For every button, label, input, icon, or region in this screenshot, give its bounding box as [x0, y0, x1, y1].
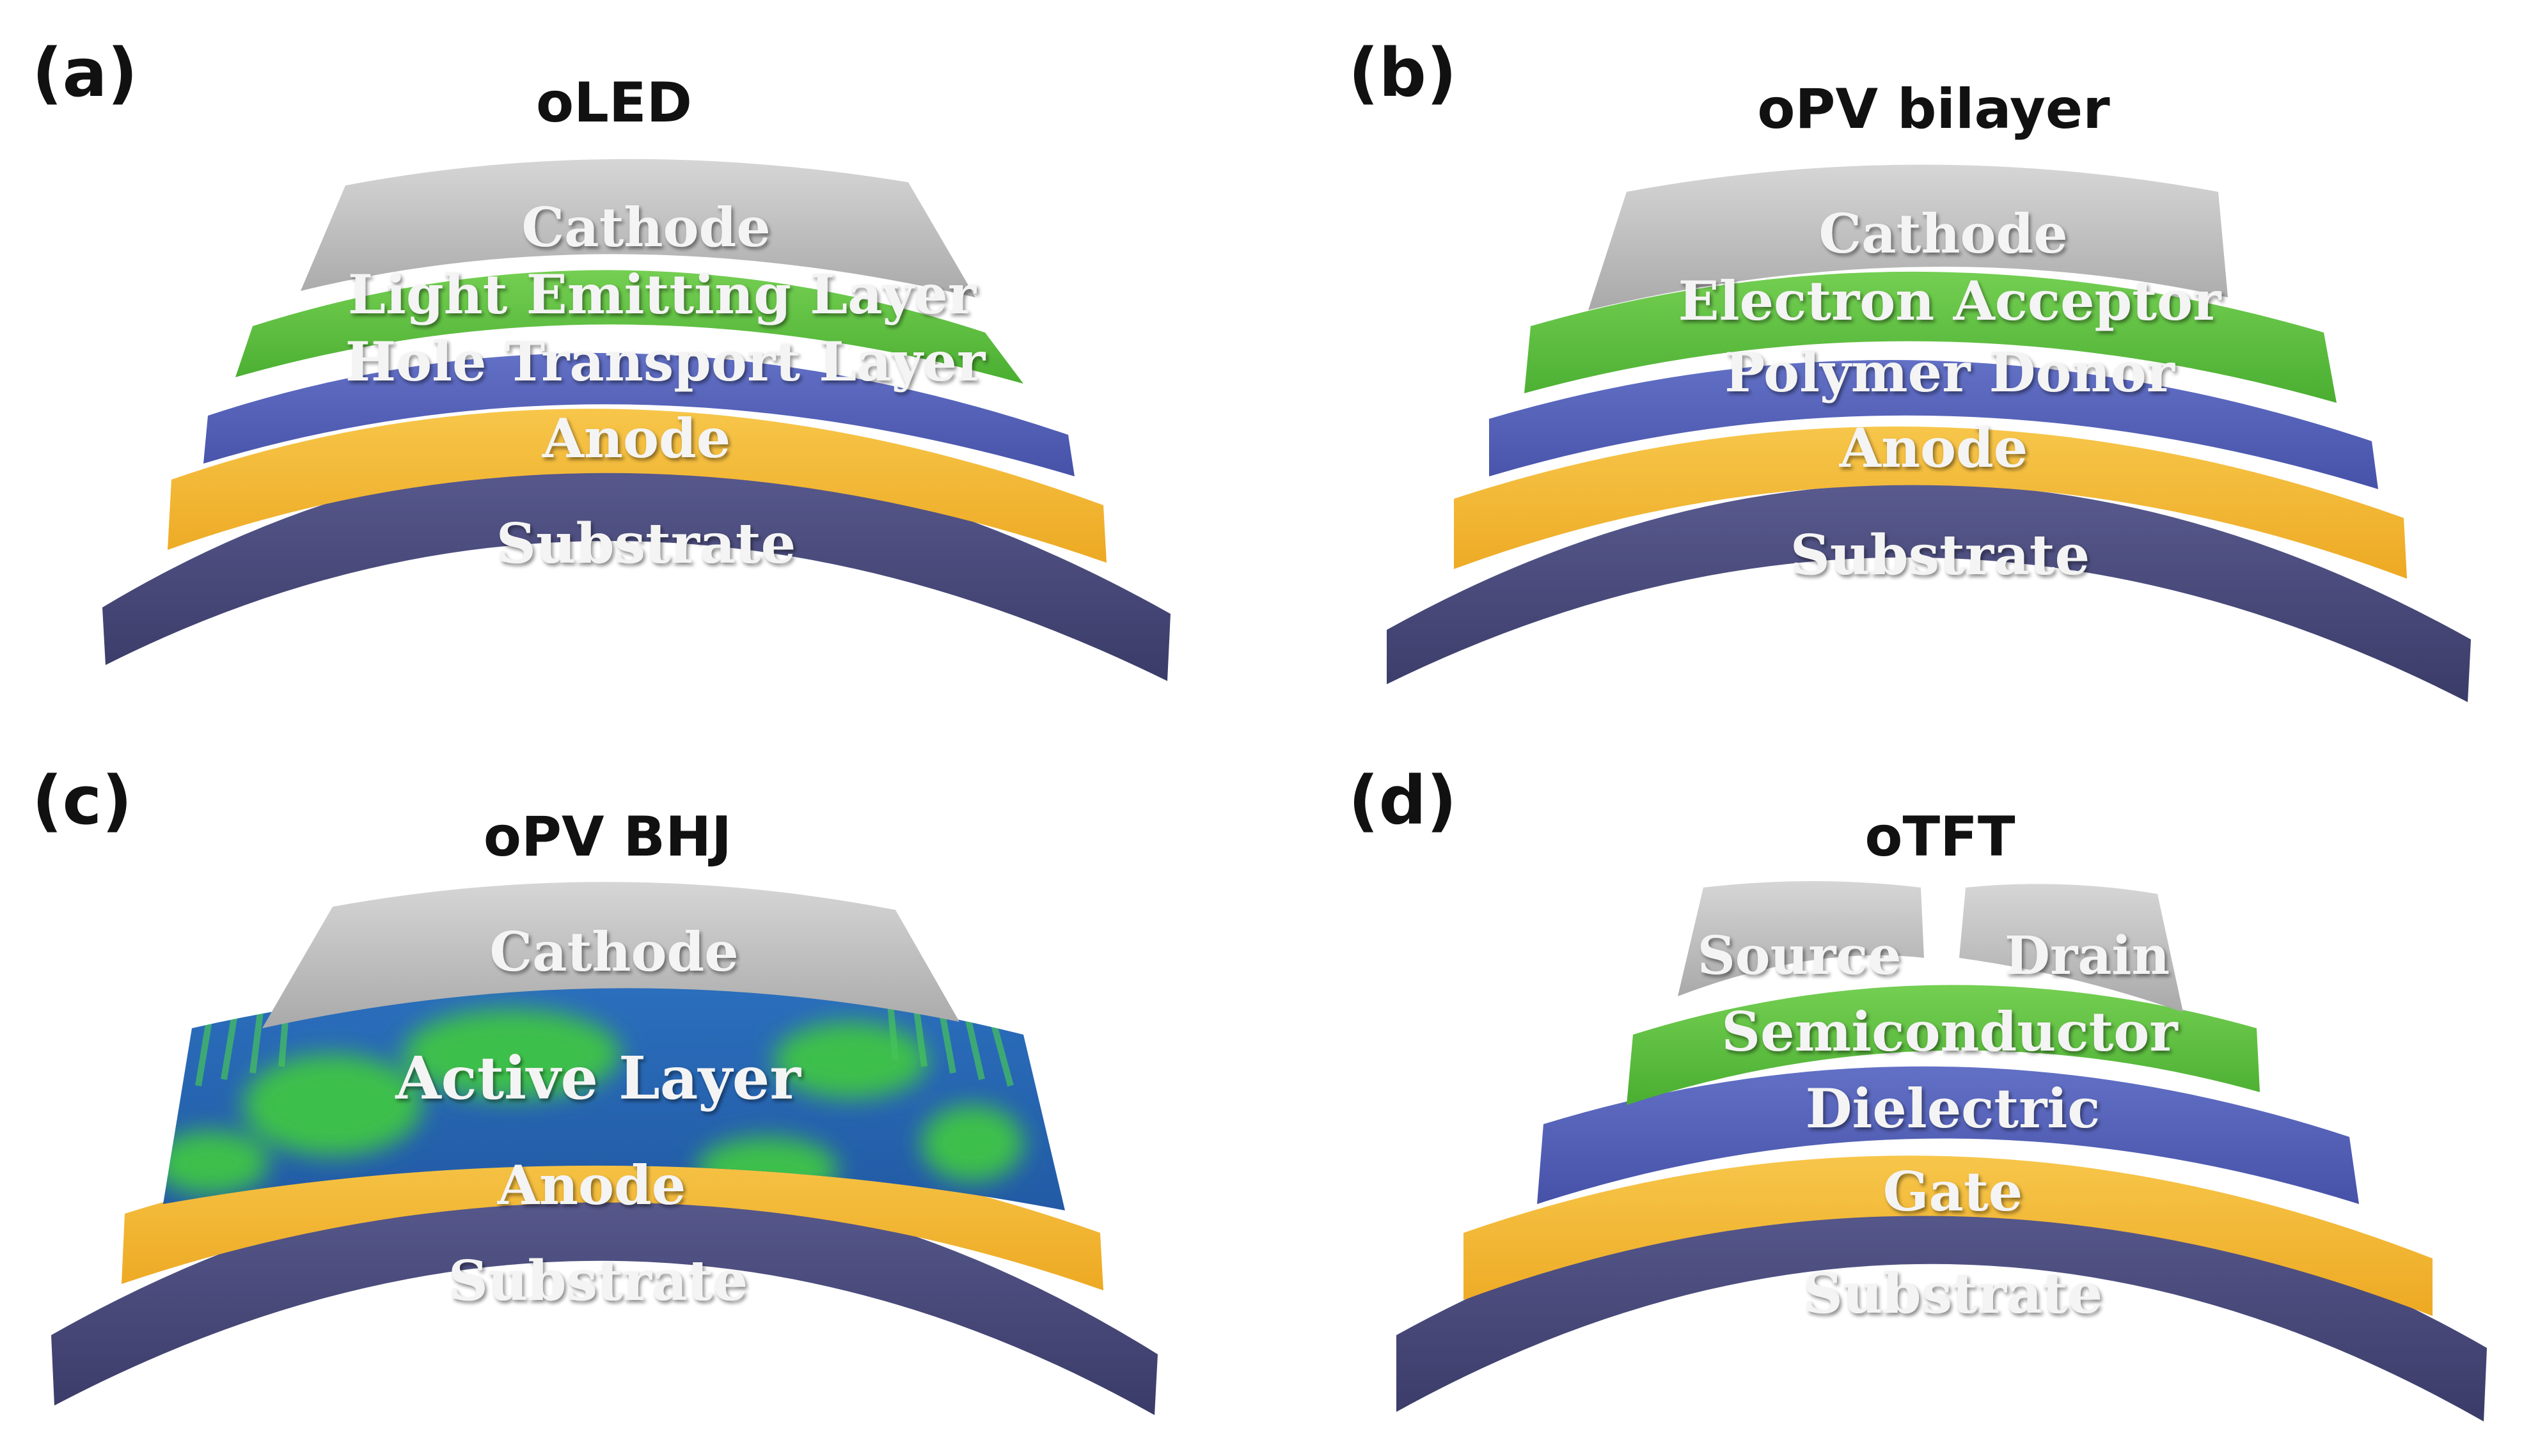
hole-transport-layer: [203, 353, 1075, 476]
drain-label: Drain: [2005, 925, 2170, 987]
substrate-label: Substrate: [448, 1249, 748, 1313]
semiconductor-label: Semiconductor: [1721, 1000, 2179, 1063]
substrate-layer: [102, 455, 1171, 681]
substrate-layer: [1387, 483, 2471, 702]
cathode-layer: [262, 882, 959, 1028]
panel-opv-bhj: (c) oPV BHJ: [0, 728, 1262, 1455]
light-emitting-label: Light Emitting Layer: [348, 263, 977, 326]
substrate-label: Substrate: [1803, 1262, 2102, 1326]
panel-letter: (d): [1348, 762, 1457, 840]
dielectric-label: Dielectric: [1806, 1077, 2101, 1140]
substrate-label: Substrate: [496, 512, 796, 576]
cathode-label: Cathode: [1818, 202, 2067, 265]
active-layer-label: Active Layer: [395, 1044, 801, 1113]
panel-title: oTFT: [1865, 805, 2015, 869]
anode-label: Anode: [542, 407, 730, 470]
panel-letter: (c): [32, 762, 132, 840]
electron-acceptor-label: Electron Acceptor: [1678, 269, 2222, 333]
cathode-label: Cathode: [489, 920, 738, 983]
otft-stack-diagram: (d) oTFT Source Drain Semiconductor Diel…: [1348, 762, 2487, 1421]
opv-bhj-stack-diagram: (c) oPV BHJ: [32, 762, 1158, 1415]
light-emitting-layer: [235, 270, 1023, 384]
gate-layer: [1463, 1155, 2433, 1316]
panel-letter: (a): [32, 34, 138, 112]
opv-bilayer-stack-diagram: (b) oPV bilayer Cathode Electron Accepto…: [1348, 34, 2471, 702]
panel-title: oPV BHJ: [484, 805, 732, 869]
panel-otft: (d) oTFT Source Drain Semiconductor Diel…: [1262, 728, 2524, 1455]
source-label: Source: [1698, 925, 1902, 987]
anode-label: Anode: [1839, 416, 2028, 480]
semiconductor-layer: [1627, 985, 2260, 1105]
dielectric-layer: [1537, 1066, 2359, 1204]
cathode-layer: [301, 159, 975, 297]
substrate-layer: [51, 1180, 1158, 1415]
polymer-donor-layer: [1489, 360, 2378, 489]
panel-opv-bilayer: (b) oPV bilayer Cathode Electron Accepto…: [1262, 0, 2524, 728]
anode-layer: [1454, 427, 2407, 579]
panel-title: oLED: [536, 71, 692, 135]
electron-acceptor-layer: [1524, 271, 2337, 403]
gate-label: Gate: [1883, 1160, 2023, 1223]
drain-electrode: [1959, 884, 2183, 1012]
anode-label: Anode: [497, 1154, 686, 1217]
source-electrode: [1678, 881, 1924, 996]
panel-oled: (a) oLED Cathode Light Emitting Layer Ho…: [0, 0, 1262, 728]
panel-title: oPV bilayer: [1757, 77, 2110, 141]
cathode-label: Cathode: [521, 196, 770, 259]
substrate-label: Substrate: [1790, 523, 2090, 588]
panel-letter: (b): [1348, 34, 1457, 112]
hole-transport-label: Hole Transport Layer: [345, 330, 986, 393]
polymer-donor-label: Polymer Donor: [1724, 341, 2175, 404]
oled-stack-diagram: (a) oLED Cathode Light Emitting Layer Ho…: [32, 34, 1171, 681]
cathode-layer: [1588, 164, 2228, 310]
anode-layer: [168, 409, 1107, 563]
